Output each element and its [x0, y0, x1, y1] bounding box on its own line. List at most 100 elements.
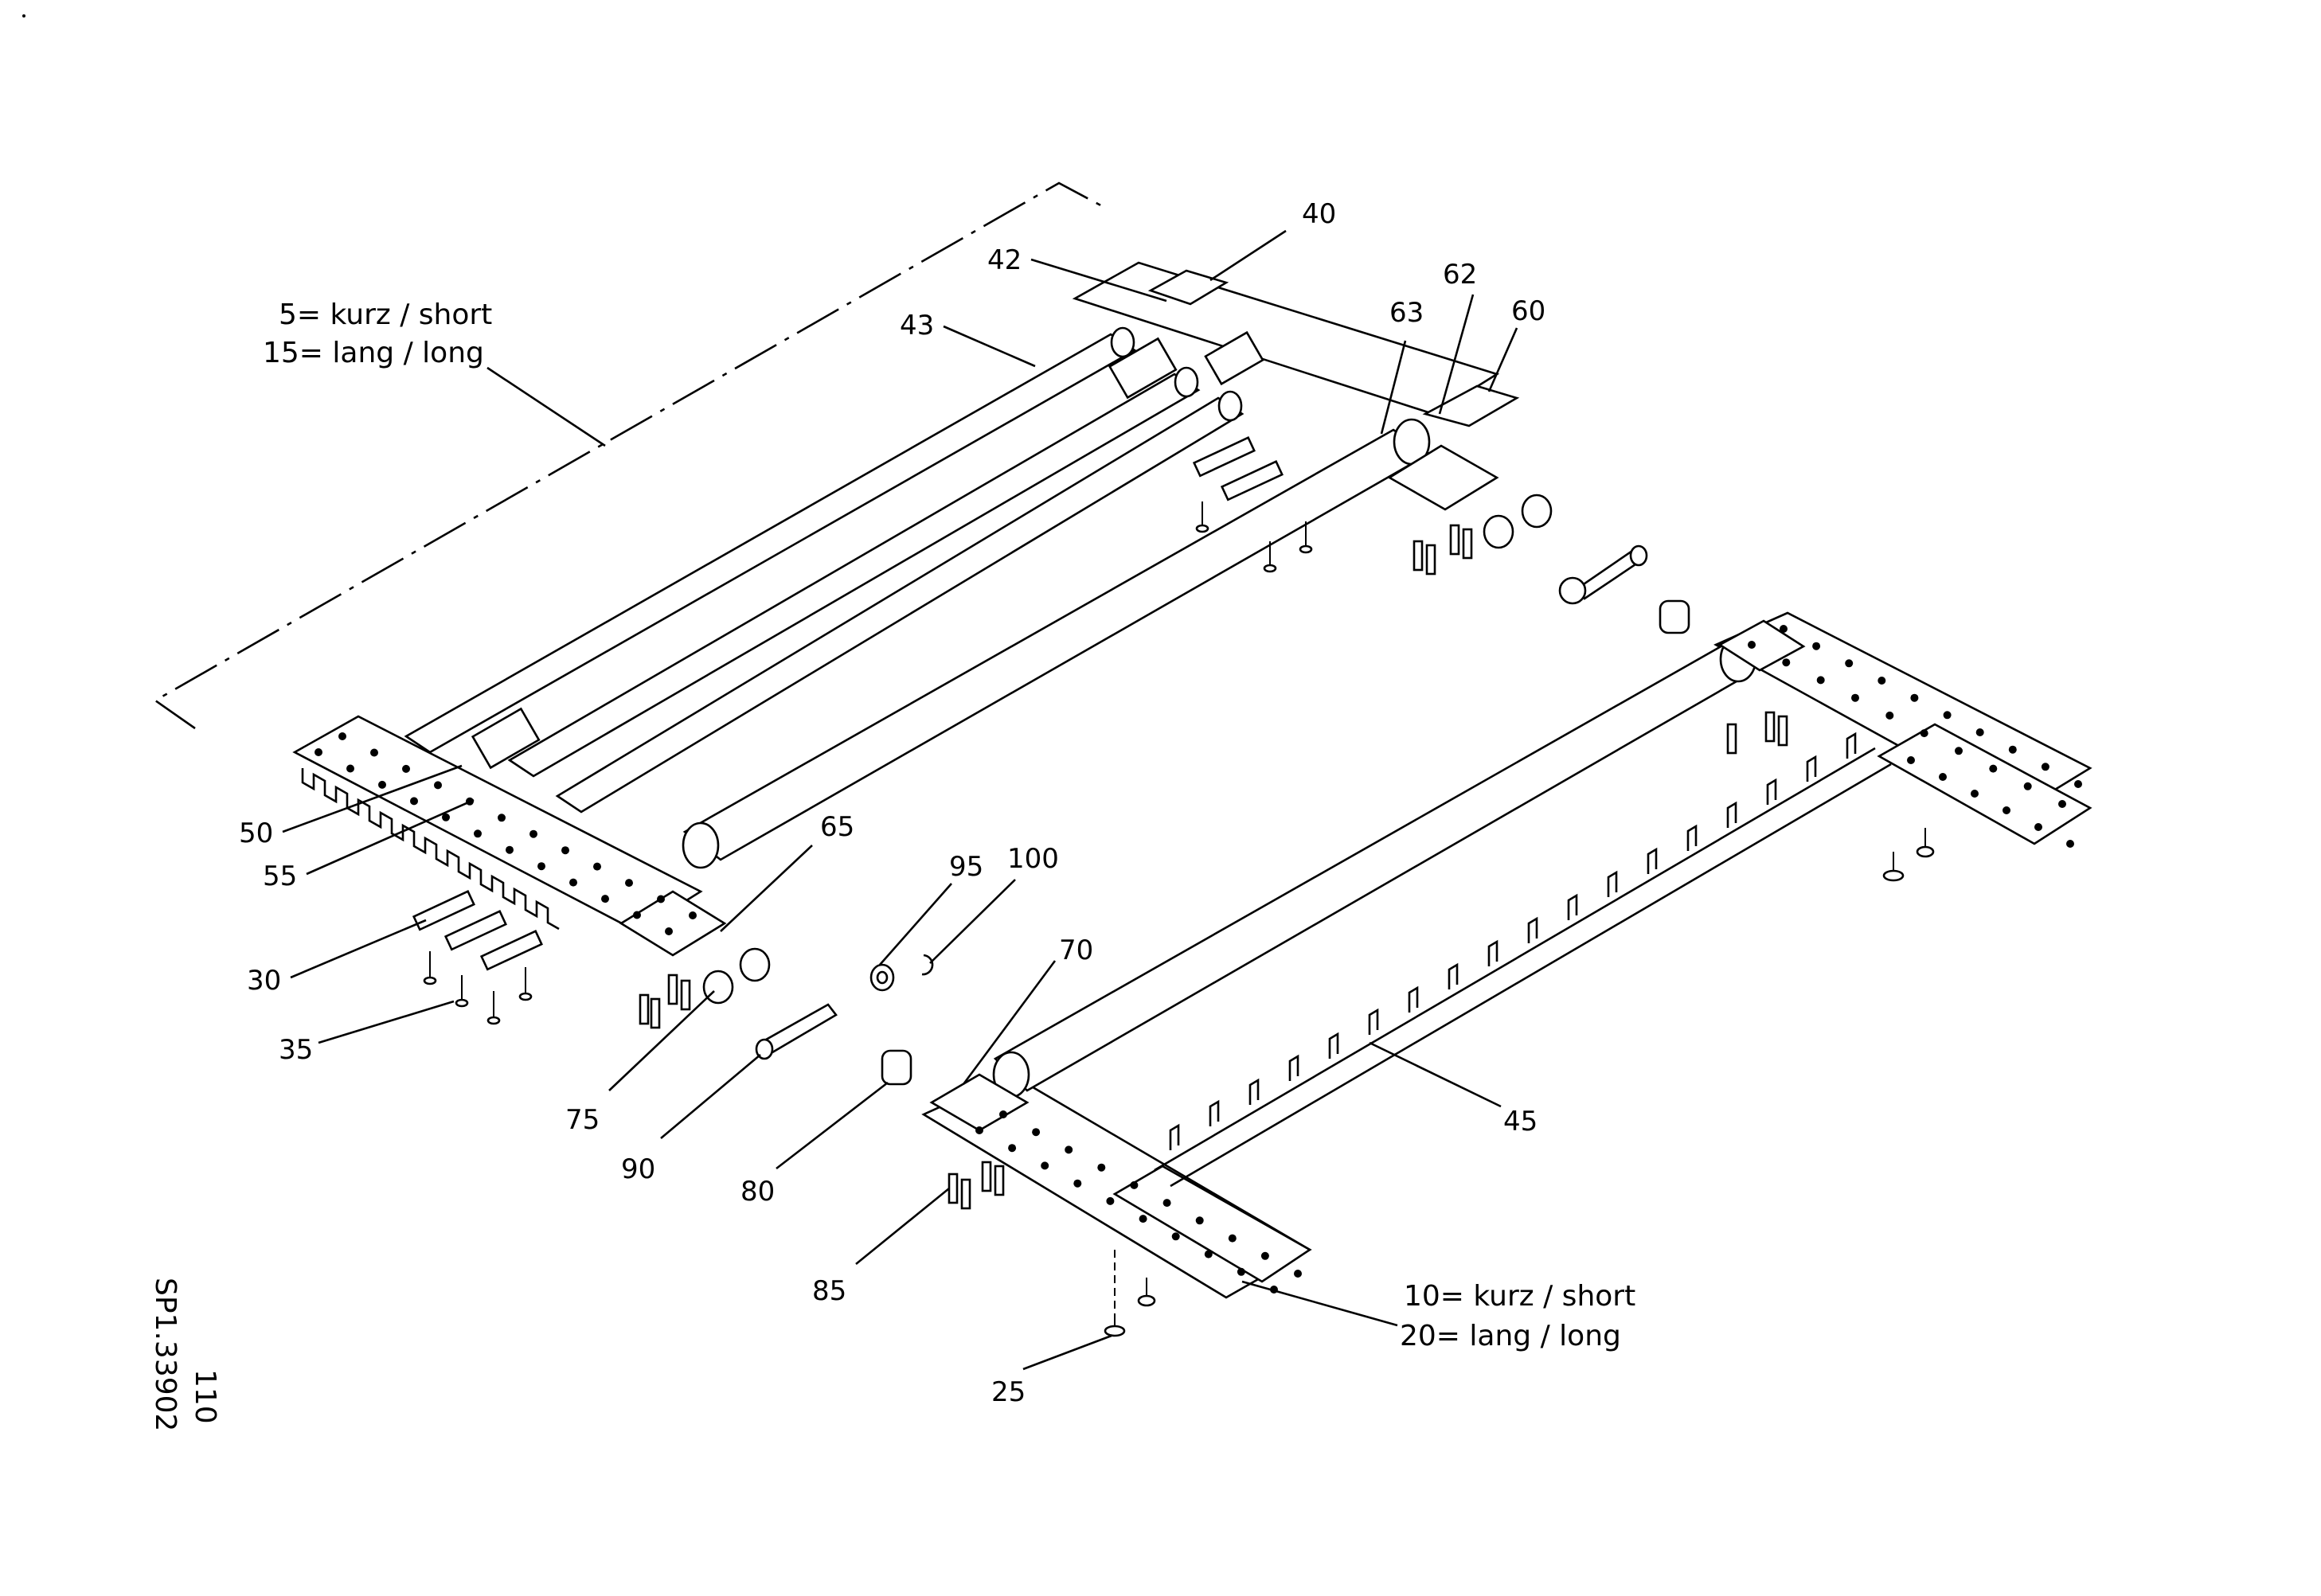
washer-95: [869, 963, 895, 992]
plate-hole: [1975, 728, 1984, 736]
strap-30-b: [1220, 460, 1284, 501]
bracket-plate-40: [1147, 269, 1229, 306]
note-lower-short: 10= kurz / short: [1404, 1280, 1635, 1313]
plate-hole: [1237, 1267, 1245, 1276]
plate-hole: [1943, 711, 1952, 720]
plate-hole: [1780, 625, 1788, 633]
hinge-clamp-1: [471, 707, 541, 770]
plate-hole: [370, 748, 378, 757]
plate-hole: [1041, 1161, 1049, 1170]
plate-hole: [2034, 823, 2042, 831]
plate-hole: [474, 829, 482, 838]
plate-hole: [593, 862, 601, 871]
callout-63: 63: [1389, 297, 1424, 329]
plate-hole: [1748, 641, 1756, 649]
plate-hole: [999, 1110, 1007, 1118]
plate-hole: [315, 748, 322, 756]
plate-hole: [2041, 763, 2049, 771]
plate-hole: [1885, 711, 1894, 720]
strap-30-e: [479, 930, 543, 971]
callout-90: 90: [621, 1153, 655, 1185]
plate-hole: [1106, 1196, 1115, 1205]
plate-hole: [1910, 693, 1919, 702]
corner-dot: [22, 14, 25, 18]
plate-hole: [506, 845, 514, 854]
callout-62: 62: [1443, 259, 1477, 291]
pin-upper-right: [1558, 544, 1648, 605]
plate-hole: [1162, 1199, 1171, 1208]
bolts-65: [639, 524, 1473, 1029]
callout-25: 25: [991, 1376, 1026, 1408]
plate-hole: [1139, 1215, 1147, 1223]
screws-35: [423, 501, 1313, 1025]
plate-hole: [2066, 840, 2074, 848]
plate-hole: [529, 829, 537, 838]
callout-50: 50: [239, 818, 273, 849]
plate-hole: [1845, 659, 1854, 668]
plate-hole: [1204, 1250, 1213, 1258]
plate-hole: [569, 878, 577, 887]
callout-30: 30: [247, 965, 281, 997]
lower-assembly: [921, 611, 2092, 1337]
callout-65: 65: [820, 811, 854, 843]
callout-85: 85: [812, 1275, 846, 1307]
plate-hole: [561, 846, 569, 855]
callout-75: 75: [565, 1104, 600, 1136]
plate-hole: [1851, 693, 1859, 702]
plate-hole: [665, 927, 673, 935]
callout-43: 43: [900, 310, 934, 341]
plate-hole: [434, 781, 442, 790]
note-upper-long: 15= lang / long: [263, 337, 484, 369]
plate-hole: [1171, 1232, 1180, 1241]
bracket-plate-60: [1422, 384, 1520, 427]
plate-hole: [1195, 1216, 1204, 1225]
plate-hole: [1907, 756, 1915, 764]
plate-hole: [410, 797, 418, 806]
clip-100: [921, 954, 934, 976]
hinge-block-62: [1387, 444, 1499, 511]
plate-hole: [1939, 773, 1947, 781]
length-bracket: [153, 181, 1108, 730]
plate-hole: [1971, 790, 1979, 798]
plate-hole: [1989, 764, 1998, 773]
tube-second: [507, 366, 1201, 778]
note-upper-short: 5= kurz / short: [279, 299, 492, 331]
plate-hole: [1920, 729, 1928, 738]
hinge-clamp-2: [1108, 337, 1178, 400]
plate-hole: [442, 813, 450, 821]
plate-hole: [1073, 1179, 1082, 1188]
hinge-block-65: [619, 890, 727, 957]
tube-43: [404, 326, 1137, 754]
plate-hole: [1065, 1145, 1073, 1154]
sleeve-80: [881, 1049, 912, 1086]
pin-90: [755, 1003, 838, 1060]
callout-labels: 40 42 43 63 62 60 50 55 65 95 100 30 70 …: [239, 198, 1545, 1408]
note-lower-long: 20= lang / long: [1400, 1320, 1621, 1352]
callout-45: 45: [1503, 1106, 1538, 1137]
plate-hole: [601, 895, 609, 903]
plate-hole: [1812, 642, 1821, 650]
plate-hole: [2023, 782, 2032, 790]
plate-hole: [689, 911, 697, 919]
callout-60: 60: [1511, 295, 1545, 327]
callout-70: 70: [1059, 935, 1093, 966]
plate-hole: [975, 1126, 983, 1134]
tube-third: [555, 390, 1245, 814]
plate-hole: [625, 879, 633, 888]
plate-hole: [346, 764, 354, 773]
callout-42: 42: [987, 244, 1022, 276]
drawing-reference: SP1.33902 110: [149, 1278, 221, 1431]
lower-rear-plate-ext: [1877, 723, 2092, 845]
plate-hole: [2058, 800, 2066, 808]
plate-hole: [2074, 780, 2082, 788]
sleeve-upper-right: [1659, 599, 1690, 634]
plate-hole: [378, 780, 386, 789]
strap-30-c: [412, 890, 475, 931]
hinge-clamp-3: [1204, 330, 1264, 386]
plate-hole: [633, 911, 641, 919]
plate-hole: [657, 895, 665, 903]
screws-25: [1104, 828, 1935, 1337]
tooth-profile: [301, 768, 560, 931]
plate-hole: [338, 732, 346, 740]
